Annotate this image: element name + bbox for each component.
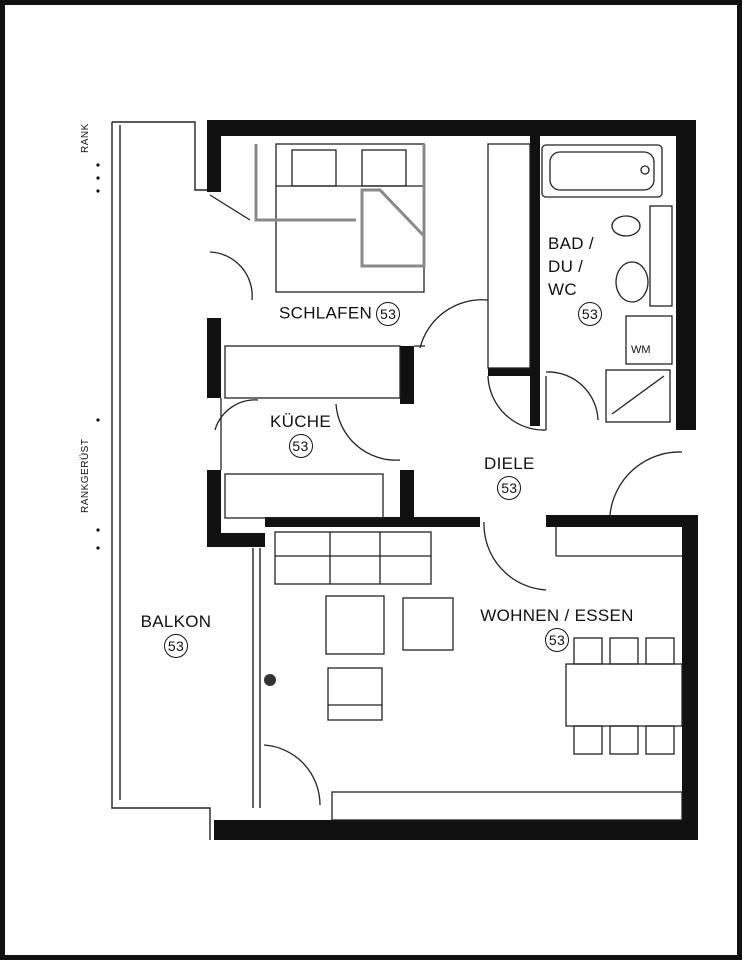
room-name: KÜCHE — [270, 412, 332, 431]
door-swing-balcony-bedroom — [209, 194, 251, 221]
wall-living-north-east — [546, 515, 686, 527]
wall-kitchen-south — [207, 533, 265, 547]
chair — [573, 637, 603, 665]
wall-west-upper — [207, 120, 221, 192]
armchair-bottom — [327, 667, 383, 721]
wall-east-upper — [676, 120, 696, 430]
wall-west-kitchen-top — [207, 318, 221, 398]
armchair-right — [402, 597, 454, 651]
wall-kitchen-east-top — [400, 346, 414, 404]
bed-accent — [254, 144, 426, 268]
wall-bath-west — [530, 136, 540, 426]
wall-south-west — [214, 820, 258, 840]
washer-box — [625, 315, 673, 365]
room-bad: BAD / DU / WC 53 — [548, 232, 602, 326]
room-balkon: BALKON 53 — [140, 612, 212, 658]
wall-west-kitchen-bottom — [207, 470, 221, 540]
bathtub — [541, 144, 663, 198]
kitchen-counter-top — [224, 345, 401, 399]
room-name-line: BAD / — [548, 234, 594, 253]
side-label-rank: RANK — [80, 123, 91, 153]
wall-south — [258, 820, 698, 840]
door-swing-balcony-living — [263, 744, 321, 806]
side-label-rankgeruest: RANKGERÜST — [80, 438, 91, 513]
armchair-left — [325, 595, 385, 655]
washer-label: WM — [631, 344, 651, 356]
kitchen-counter-bottom — [224, 473, 384, 519]
door-swing-bath — [545, 371, 599, 421]
room-name-line: WC — [548, 280, 577, 299]
balcony-wall-left — [111, 122, 211, 840]
room-name: SCHLAFEN — [279, 303, 373, 323]
balcony-wall-top — [112, 121, 207, 191]
door-swing-kitchen-west — [214, 399, 259, 431]
wall-kitchen-east-bottom — [400, 470, 414, 522]
wall-north — [207, 120, 695, 136]
fixture-dot — [264, 674, 276, 686]
bed — [275, 143, 425, 293]
area-badge: 53 — [288, 434, 313, 458]
door-swing-closet — [487, 375, 547, 431]
wall-east-lower — [682, 515, 698, 840]
room-diele: DIELE 53 — [484, 454, 535, 500]
shower — [605, 369, 671, 423]
bath-wall-box — [649, 205, 673, 307]
area-badge: 53 — [578, 301, 602, 326]
room-kueche: KÜCHE 53 — [270, 412, 331, 458]
door-swing-living — [483, 521, 547, 591]
area-badge: 53 — [497, 476, 522, 500]
area-badge: 53 — [376, 302, 401, 326]
area-badge: 53 — [545, 628, 569, 652]
room-name: DIELE — [484, 454, 535, 473]
room-name: BALKON — [140, 612, 212, 631]
sink — [615, 261, 649, 303]
walls — [207, 120, 698, 840]
area-badge: 53 — [164, 634, 188, 658]
door-swing-bedroom — [419, 299, 489, 349]
wall-living-north — [265, 517, 480, 527]
sideboard — [331, 791, 683, 821]
room-name: WOHNEN / ESSEN — [480, 606, 634, 625]
room-name-line: DU / — [548, 257, 584, 276]
room-wohnen: WOHNEN / ESSEN 53 — [474, 606, 640, 652]
door-swing-kitchen — [335, 403, 401, 461]
wall-closet-bottom — [488, 368, 540, 376]
sofa — [274, 531, 432, 585]
door-swing-entry — [609, 451, 683, 516]
toilet — [611, 215, 641, 237]
closet — [487, 143, 531, 369]
dining-table — [565, 663, 683, 727]
